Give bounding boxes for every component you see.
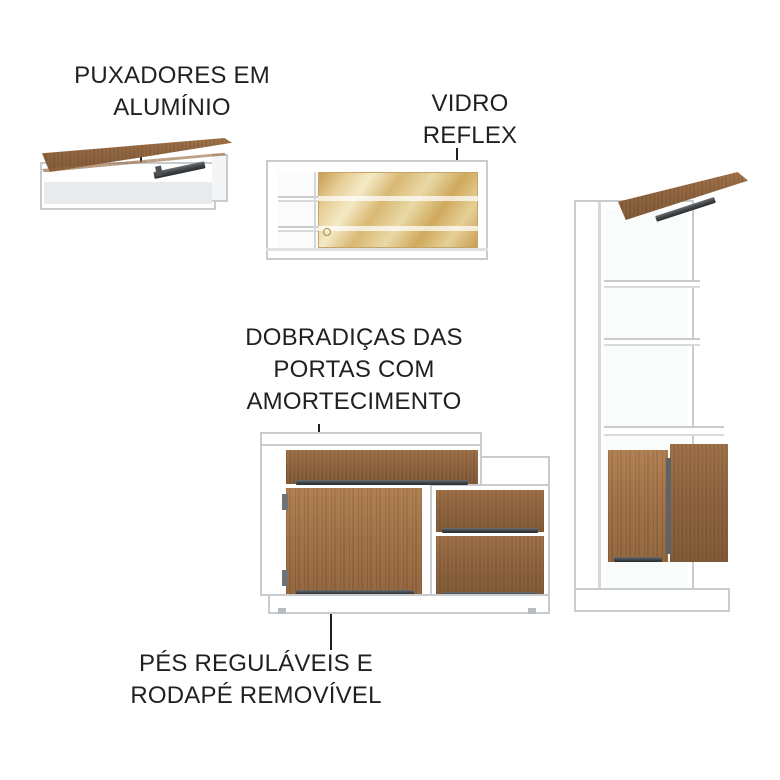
glass-shelf-reflection-top	[318, 196, 478, 201]
upper-left-cabinet-interior	[44, 182, 212, 204]
soft-close-hinge-lower	[282, 570, 288, 586]
tall-oven-cabinet-left-panel	[598, 202, 601, 610]
glass-shelf-reflection-bottom	[318, 226, 478, 231]
leader-line-pes	[330, 608, 332, 650]
base-cabinet-drawer-front-middle[interactable]	[436, 490, 544, 532]
tall-oven-cabinet-lower-door-right[interactable]	[670, 444, 728, 562]
upper-left-cabinet-side-panel	[212, 154, 228, 202]
glass-door-handle[interactable]	[323, 228, 331, 236]
callout-label-pes: PÉS REGULÁVEIS E RODAPÉ REMOVÍVEL	[130, 650, 382, 709]
base-cabinet[interactable]	[260, 432, 566, 614]
tall-oven-cabinet-shelf-3	[604, 426, 724, 436]
glass-door-frame	[318, 172, 478, 248]
tall-oven-cabinet-lower-handle[interactable]	[614, 557, 662, 562]
tall-oven-cabinet-lower-hinge	[666, 458, 671, 554]
adjustable-foot-right	[528, 608, 536, 614]
upper-centre-cabinet[interactable]	[266, 160, 494, 270]
base-cabinet-drawer-middle-handle[interactable]	[442, 528, 538, 533]
upper-centre-cabinet-bottom-rail	[266, 248, 488, 251]
upper-left-cabinet[interactable]	[36, 130, 236, 220]
removable-plinth[interactable]	[268, 594, 550, 614]
callout-label-dobradicas: DOBRADIÇAS DAS PORTAS COM AMORTECIMENTO	[245, 324, 463, 415]
callout-label-vidro: VIDRO REFLEX	[422, 90, 518, 149]
base-cabinet-drawer-top-handle[interactable]	[296, 480, 468, 485]
base-cabinet-door-handle[interactable]	[296, 590, 414, 595]
adjustable-foot-left	[278, 608, 286, 614]
base-cabinet-drawer-front-bottom[interactable]	[436, 536, 544, 596]
reflex-glass-door[interactable]	[318, 172, 478, 248]
base-cabinet-door[interactable]	[286, 488, 422, 594]
tall-oven-cabinet-shelf-1	[604, 280, 700, 288]
tall-oven-cabinet-plinth[interactable]	[574, 588, 730, 612]
tall-oven-cabinet-shelf-2	[604, 338, 700, 346]
upper-centre-cabinet-divider	[314, 172, 316, 248]
callout-label-puxadores: PUXADORES EM ALUMÍNIO	[74, 62, 270, 121]
base-cabinet-drawer-front-top[interactable]	[286, 450, 478, 484]
soft-close-hinge	[282, 494, 288, 510]
tall-oven-cabinet-lower-door-left[interactable]	[608, 450, 668, 562]
tall-oven-cabinet[interactable]	[570, 172, 750, 614]
